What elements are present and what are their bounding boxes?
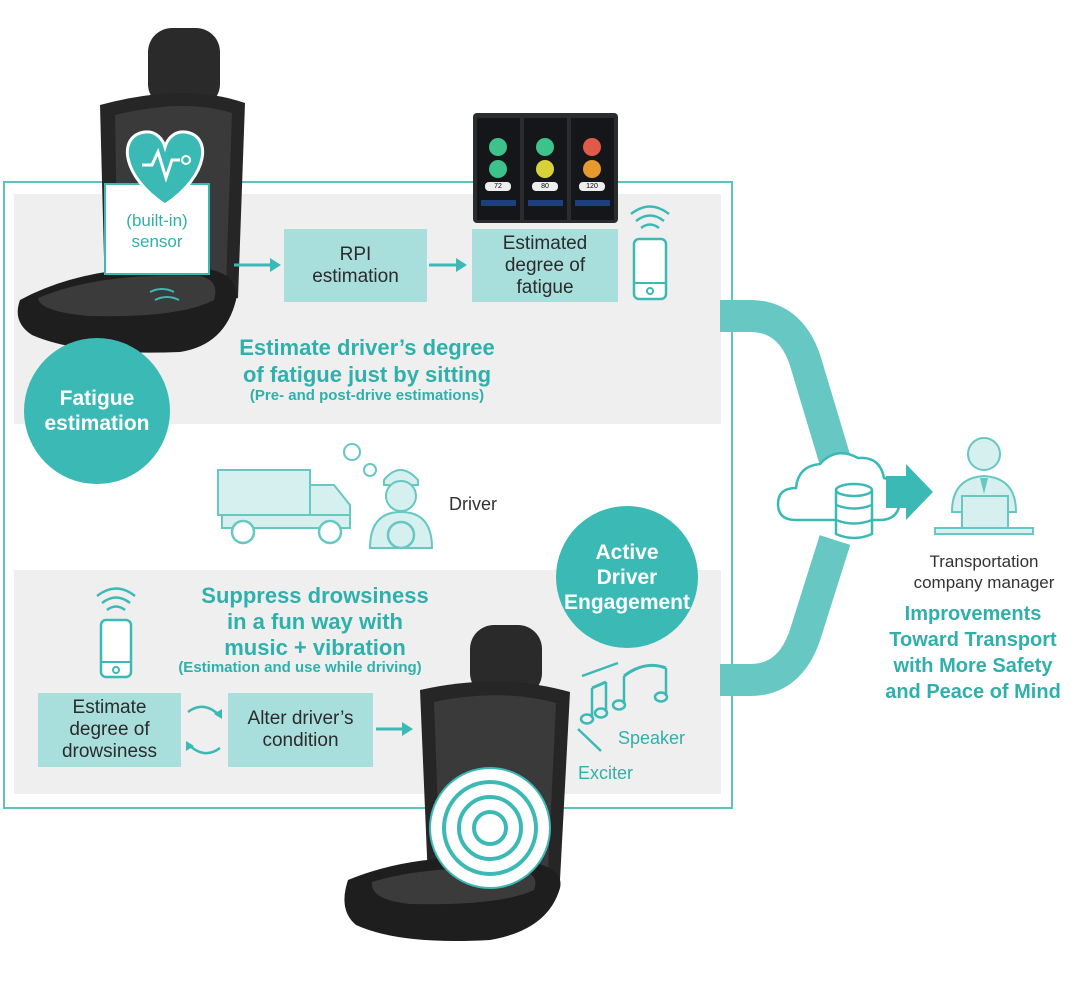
- fatigue-degree-box: Estimated degree of fatigue: [472, 229, 618, 302]
- app-bar-3: [575, 200, 610, 206]
- app-face-3: [583, 138, 601, 156]
- estimate-drowsiness-box: Estimate degree of drowsiness: [38, 693, 181, 767]
- app-face-2: [536, 138, 554, 156]
- sensor-label: (built-in) sensor: [126, 211, 188, 251]
- fatigue-heading: Estimate driver’s degree of fatigue just…: [239, 335, 495, 387]
- system-frame: [3, 181, 733, 809]
- driver-label: Driver: [449, 494, 497, 514]
- exciter-label: Exciter: [578, 763, 634, 783]
- alter-condition-box: Alter driver’s condition: [228, 693, 373, 767]
- engagement-subheading: (Estimation and use while driving): [178, 659, 422, 676]
- fatigue-estimation-circle: Fatigue estimation: [24, 338, 170, 484]
- app-face-1b: [489, 160, 507, 178]
- app-screen-2: 80: [524, 118, 567, 220]
- app-score-2: 80: [532, 182, 558, 191]
- app-bar-1: [481, 200, 516, 206]
- app-face-1: [489, 138, 507, 156]
- app-screen-3: 120: [571, 118, 614, 220]
- manager-result-heading: Improvements Toward Transport with More …: [885, 603, 1061, 703]
- active-driver-engagement-circle: Active Driver Engagement: [556, 506, 698, 648]
- app-face-3b: [583, 160, 601, 178]
- app-face-2b: [536, 160, 554, 178]
- app-score-3: 120: [579, 182, 605, 191]
- app-screen-1: 72: [477, 118, 520, 220]
- manager-label: Transportation company manager: [913, 552, 1055, 592]
- fatigue-subheading: (Pre- and post-drive estimations): [249, 387, 485, 404]
- app-score-1: 72: [485, 182, 511, 191]
- speaker-label: Speaker: [618, 728, 686, 748]
- rpi-estimation-box: RPI estimation: [284, 229, 427, 302]
- engagement-heading: Suppress drowsiness in a fun way with mu…: [201, 583, 429, 660]
- app-bar-2: [528, 200, 563, 206]
